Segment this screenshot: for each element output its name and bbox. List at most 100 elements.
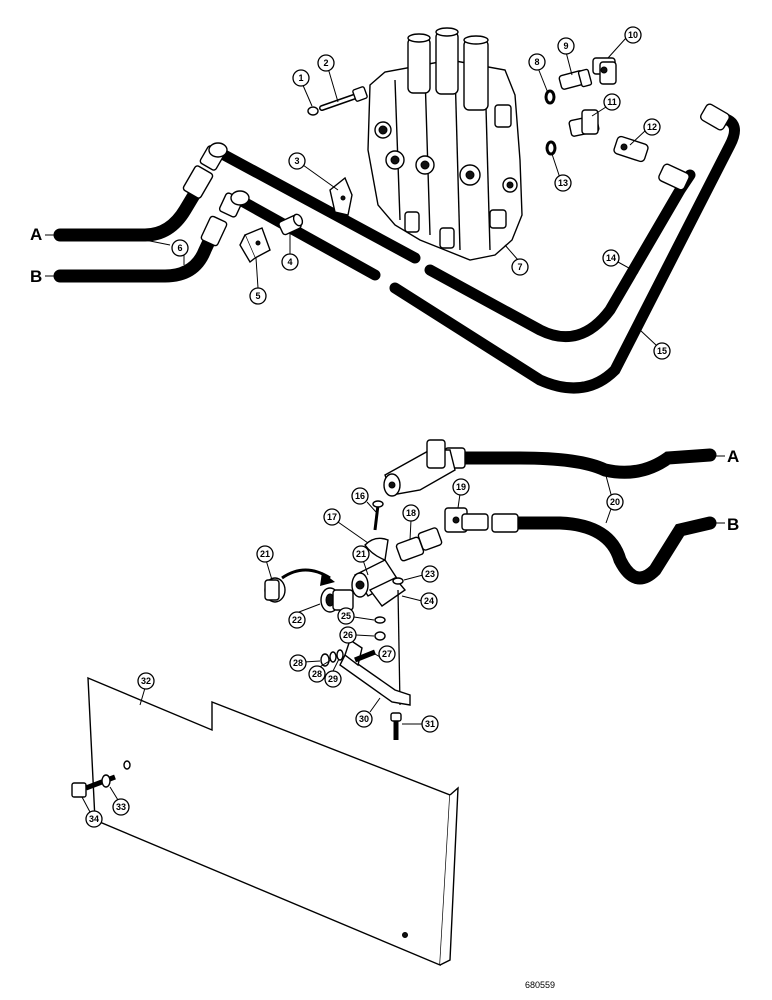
svg-text:7: 7 — [517, 262, 522, 272]
bolt-27 — [319, 86, 368, 111]
callout-13: 16 — [351, 487, 369, 505]
callout-25: 4 — [281, 253, 299, 271]
adapter-19 — [395, 527, 443, 562]
svg-text:31: 31 — [425, 719, 435, 729]
callouts: 1 2 3 4 5 6 7 8 9 10 11 12 13 14 15 16 — [81, 26, 671, 828]
callout-21-upper: 6 — [171, 239, 189, 257]
control-valve — [367, 27, 523, 261]
washer-7 — [329, 651, 337, 663]
figure-number: 680559 — [525, 980, 555, 990]
lower-assembly: A B — [71, 439, 739, 967]
callout-33: 7 — [511, 258, 529, 276]
block-34 — [239, 227, 271, 264]
svg-text:10: 10 — [628, 30, 638, 40]
callout-6: 29 — [324, 670, 342, 688]
svg-text:19: 19 — [456, 482, 466, 492]
callout-10: 31 — [421, 715, 439, 733]
bracket-4 — [339, 653, 411, 706]
svg-text:33: 33 — [116, 802, 126, 812]
svg-text:9: 9 — [563, 41, 568, 51]
screw-13 — [373, 504, 380, 531]
svg-text:26: 26 — [343, 630, 353, 640]
callout-17: 21 — [256, 545, 274, 563]
svg-text:12: 12 — [647, 122, 657, 132]
svg-text:4: 4 — [287, 257, 292, 267]
fitting-16 — [320, 587, 354, 613]
o-ring-32 — [544, 89, 556, 105]
svg-text:27: 27 — [382, 649, 392, 659]
svg-text:24: 24 — [424, 596, 434, 606]
washer-6 — [336, 649, 344, 661]
callout-18: 21 — [352, 545, 370, 563]
callout-15: 26 — [339, 626, 357, 644]
callout-4: 30 — [355, 710, 373, 728]
callout-26: 1 — [292, 69, 310, 87]
callout-8: 28 — [289, 654, 307, 672]
callout-5: 27 — [378, 645, 396, 663]
hose-label-b-lower: B — [727, 515, 739, 534]
callout-23: 15 — [653, 342, 671, 360]
svg-text:6: 6 — [177, 243, 182, 253]
callout-11: 23 — [421, 565, 439, 583]
svg-text:21: 21 — [356, 549, 366, 559]
washer-2 — [101, 774, 111, 788]
svg-text:29: 29 — [328, 674, 338, 684]
callout-21-lower: 20 — [606, 493, 624, 511]
pipe-22 — [209, 144, 696, 343]
svg-text:32: 32 — [141, 676, 151, 686]
svg-text:30: 30 — [359, 714, 369, 724]
callout-12: 17 — [323, 508, 341, 526]
elbow-28-top — [592, 57, 617, 85]
svg-text:2: 2 — [323, 58, 328, 68]
svg-text:18: 18 — [406, 508, 416, 518]
callout-28-top: 10 — [624, 26, 642, 44]
callout-22: 14 — [602, 249, 620, 267]
callout-24: 3 — [288, 152, 306, 170]
callout-19: 18 — [402, 504, 420, 522]
washer-14 — [374, 616, 386, 624]
bracket-9 — [368, 577, 407, 607]
washer-26 — [307, 106, 319, 116]
hose-b-upper — [53, 190, 250, 283]
svg-text:23: 23 — [425, 569, 435, 579]
callout-3: 34 — [85, 810, 103, 828]
elbow-20 — [444, 507, 489, 533]
callout-27: 2 — [317, 54, 335, 72]
nut-15 — [374, 631, 386, 641]
svg-text:25: 25 — [341, 611, 351, 621]
svg-text:17: 17 — [327, 512, 337, 522]
nut-11 — [392, 577, 404, 585]
callout-1: 32 — [137, 672, 155, 690]
callout-9: 24 — [420, 592, 438, 610]
svg-text:28: 28 — [293, 658, 303, 668]
callout-31: 9 — [557, 37, 575, 55]
svg-text:21: 21 — [260, 549, 270, 559]
callout-30: 13 — [554, 174, 572, 192]
callout-7: 28 — [308, 665, 326, 683]
svg-text:28: 28 — [312, 669, 322, 679]
svg-text:5: 5 — [255, 291, 260, 301]
hose-a-lower — [383, 439, 717, 497]
hose-label-a-lower: A — [727, 447, 739, 466]
fitting-28-lower — [613, 135, 649, 163]
callout-29: 11 — [603, 93, 621, 111]
upper-assembly: A B — [30, 27, 740, 394]
svg-text:34: 34 — [89, 814, 99, 824]
elbow-29 — [568, 109, 600, 137]
hose-label-a-upper: A — [30, 225, 42, 244]
svg-text:1: 1 — [298, 73, 303, 83]
o-ring-30 — [545, 140, 557, 156]
callout-32: 8 — [528, 53, 546, 71]
spacer-25 — [278, 213, 304, 236]
callout-2: 33 — [112, 798, 130, 816]
bolt-5 — [354, 649, 376, 663]
hose-b-lower — [491, 513, 717, 585]
svg-text:16: 16 — [355, 491, 365, 501]
svg-text:20: 20 — [610, 497, 620, 507]
callout-28-lower: 12 — [643, 118, 661, 136]
svg-text:3: 3 — [294, 156, 299, 166]
pipe-23 — [234, 103, 740, 394]
svg-text:15: 15 — [657, 346, 667, 356]
svg-text:14: 14 — [606, 253, 616, 263]
